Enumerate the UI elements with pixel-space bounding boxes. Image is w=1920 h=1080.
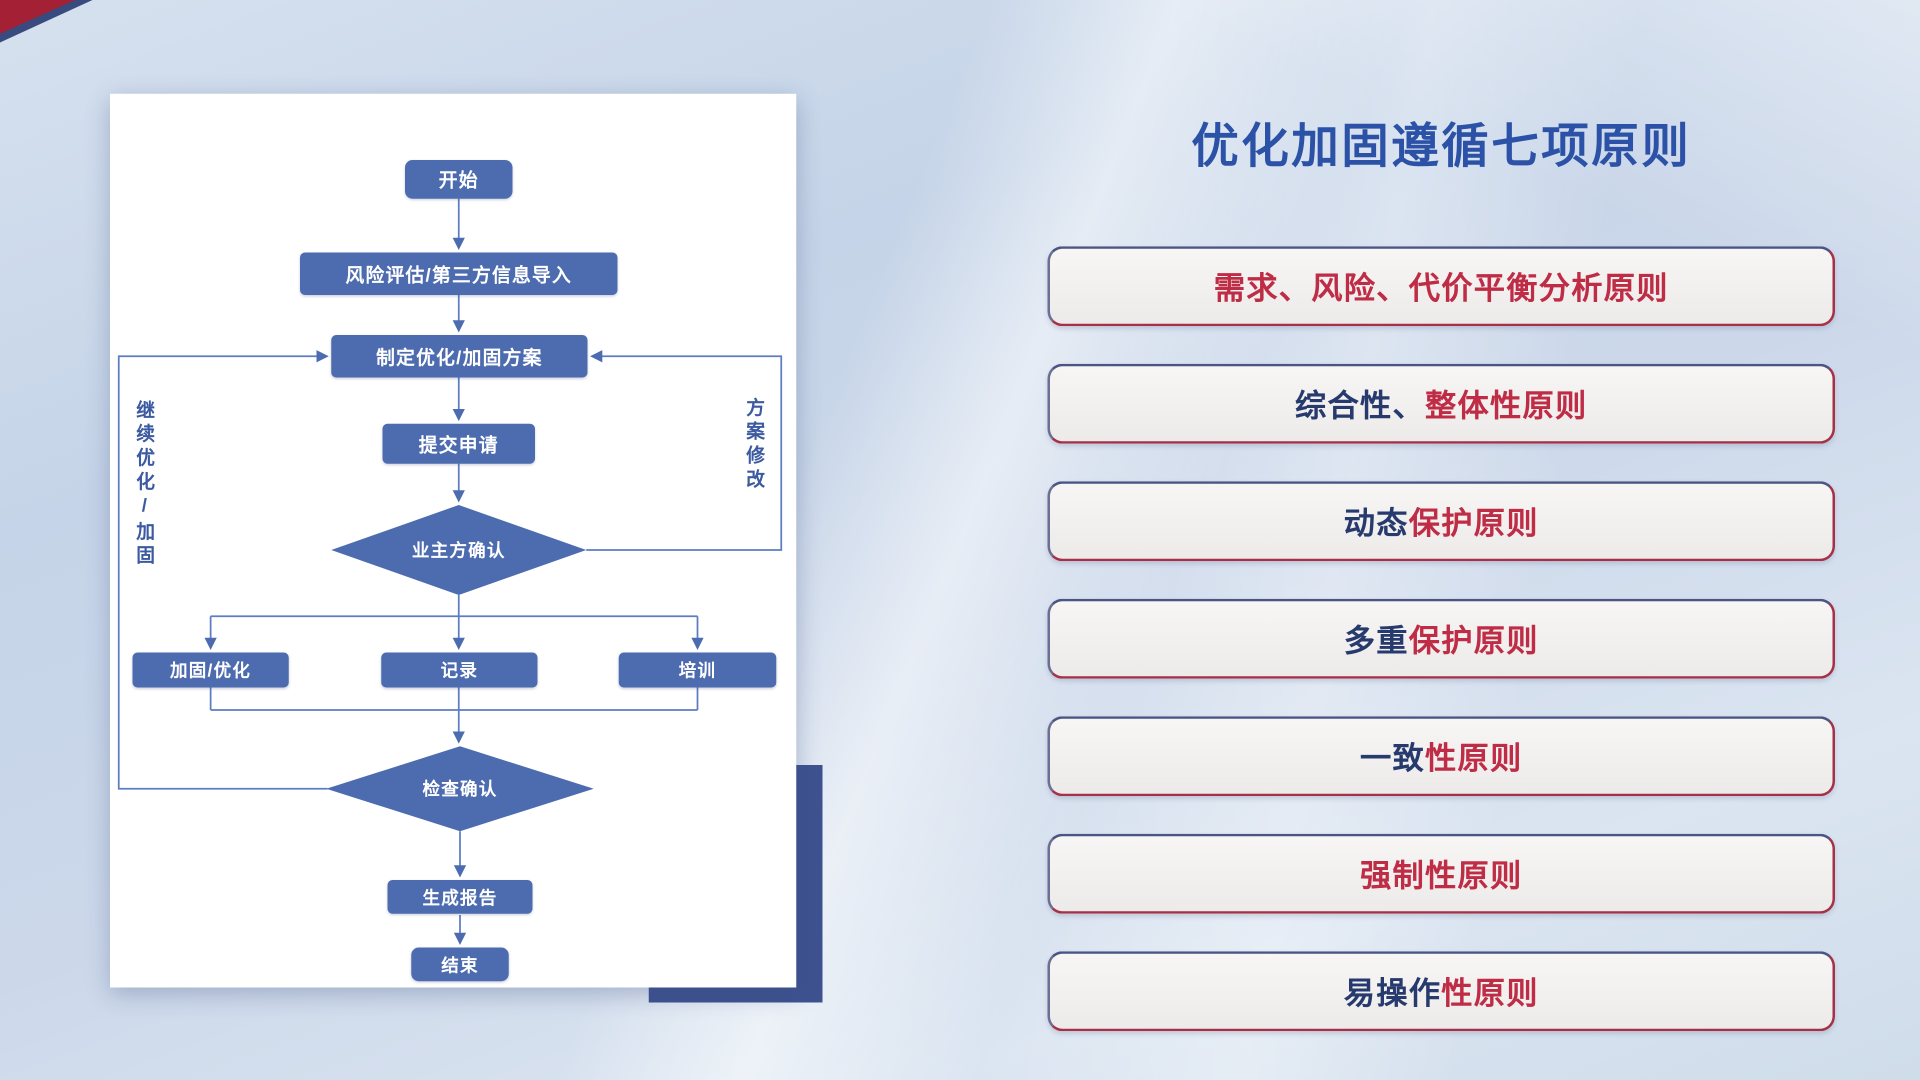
principle-3-text-navy: 动态 xyxy=(1343,506,1409,542)
principle-2-text-red: 整体性原则 xyxy=(1425,388,1588,424)
principle-item-1: 需求、风险、代价平衡分析原则 xyxy=(1047,246,1835,327)
loop-label-plan-revise: 方案修改 xyxy=(743,397,765,493)
flow-node-report: 生成报告 xyxy=(387,880,533,914)
flow-node-end: 结束 xyxy=(411,947,509,982)
principle-item-7: 易操作性原则 xyxy=(1047,951,1835,1032)
principle-5-text-red: 性原则 xyxy=(1425,741,1523,777)
principle-7-text-red: 性原则 xyxy=(1441,976,1539,1012)
principle-1-text-red: 需求、风险、代价平衡分析原则 xyxy=(1213,271,1669,307)
principle-2-text-navy: 综合性、 xyxy=(1294,388,1425,424)
principle-4-text-red: 保护原则 xyxy=(1408,623,1539,659)
owner-confirm-diamond xyxy=(331,505,587,595)
principle-5-text-navy: 一致 xyxy=(1359,741,1425,777)
flowchart-card: 开始 风险评估/第三方信息导入 制定优化/加固方案 提交申请 业主方确认 加固/… xyxy=(110,93,797,988)
principles-list: 需求、风险、代价平衡分析原则 综合性、整体性原则 动态保护原则 多重保护原则 一… xyxy=(1047,246,1835,1032)
flowchart-connectors xyxy=(117,198,783,945)
flow-node-check-confirm-label: 检查确认 xyxy=(422,778,498,799)
principle-3-text-red: 保护原则 xyxy=(1408,506,1539,542)
principle-item-3: 动态保护原则 xyxy=(1047,481,1835,562)
flow-node-training: 培训 xyxy=(618,652,777,688)
principle-item-2: 综合性、整体性原则 xyxy=(1047,363,1835,444)
flow-node-start: 开始 xyxy=(405,160,513,199)
principle-7-text-navy: 易操作 xyxy=(1343,976,1442,1012)
page-title: 优化加固遵循七项原则 xyxy=(1191,121,1692,174)
flow-node-record: 记录 xyxy=(381,652,538,688)
flow-node-risk-import: 风险评估/第三方信息导入 xyxy=(300,252,618,295)
principle-6-text-red: 强制性原则 xyxy=(1359,858,1523,894)
flow-node-submit: 提交申请 xyxy=(382,423,535,464)
principle-item-6: 强制性原则 xyxy=(1047,833,1835,914)
loop-label-continue-optimize: 继续优化/加固 xyxy=(133,400,155,569)
principle-item-4: 多重保护原则 xyxy=(1047,598,1835,679)
flow-node-make-plan: 制定优化/加固方案 xyxy=(331,335,588,378)
corner-accent-red-shape xyxy=(0,0,75,34)
flow-node-reinforce: 加固/优化 xyxy=(132,652,289,688)
check-confirm-diamond xyxy=(326,746,594,832)
flow-node-owner-confirm-label: 业主方确认 xyxy=(411,540,506,560)
principle-item-5: 一致性原则 xyxy=(1047,716,1835,797)
principle-4-text-navy: 多重 xyxy=(1343,623,1409,659)
